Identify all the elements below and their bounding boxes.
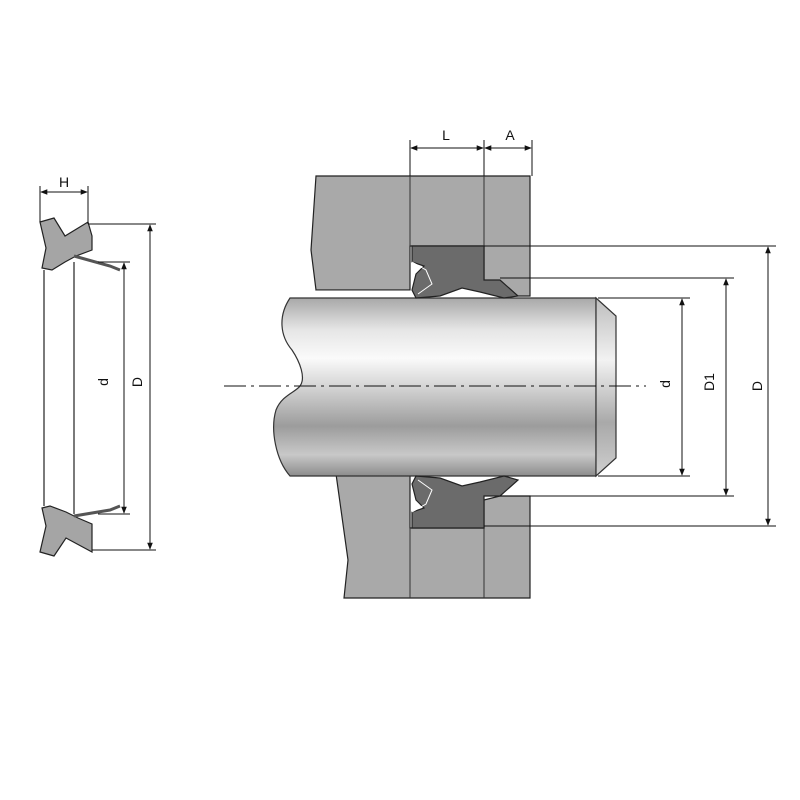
label-h: H xyxy=(59,174,69,190)
seal-upper-notch xyxy=(411,261,433,295)
seal-lip-top xyxy=(73,254,121,272)
shaft-body xyxy=(273,297,597,477)
seal-lip-bottom xyxy=(73,504,121,518)
seal-installed-upper xyxy=(411,245,520,299)
label-d-right: d xyxy=(657,380,673,388)
label-D-left: D xyxy=(129,377,145,387)
shaft-chamfer xyxy=(595,296,617,478)
label-D-right: D xyxy=(749,381,765,391)
installation-view: L A d D1 D xyxy=(224,127,776,599)
label-D1: D1 xyxy=(701,373,717,391)
seal-section-view: H d D xyxy=(39,174,156,557)
seal-installed-lower xyxy=(411,475,520,529)
label-l: L xyxy=(442,127,450,143)
seal-profile-top xyxy=(39,217,93,271)
label-d-left: d xyxy=(95,378,111,386)
seal-profile-bottom xyxy=(39,505,93,557)
seal-lower-notch xyxy=(411,479,433,513)
label-a: A xyxy=(505,127,515,143)
